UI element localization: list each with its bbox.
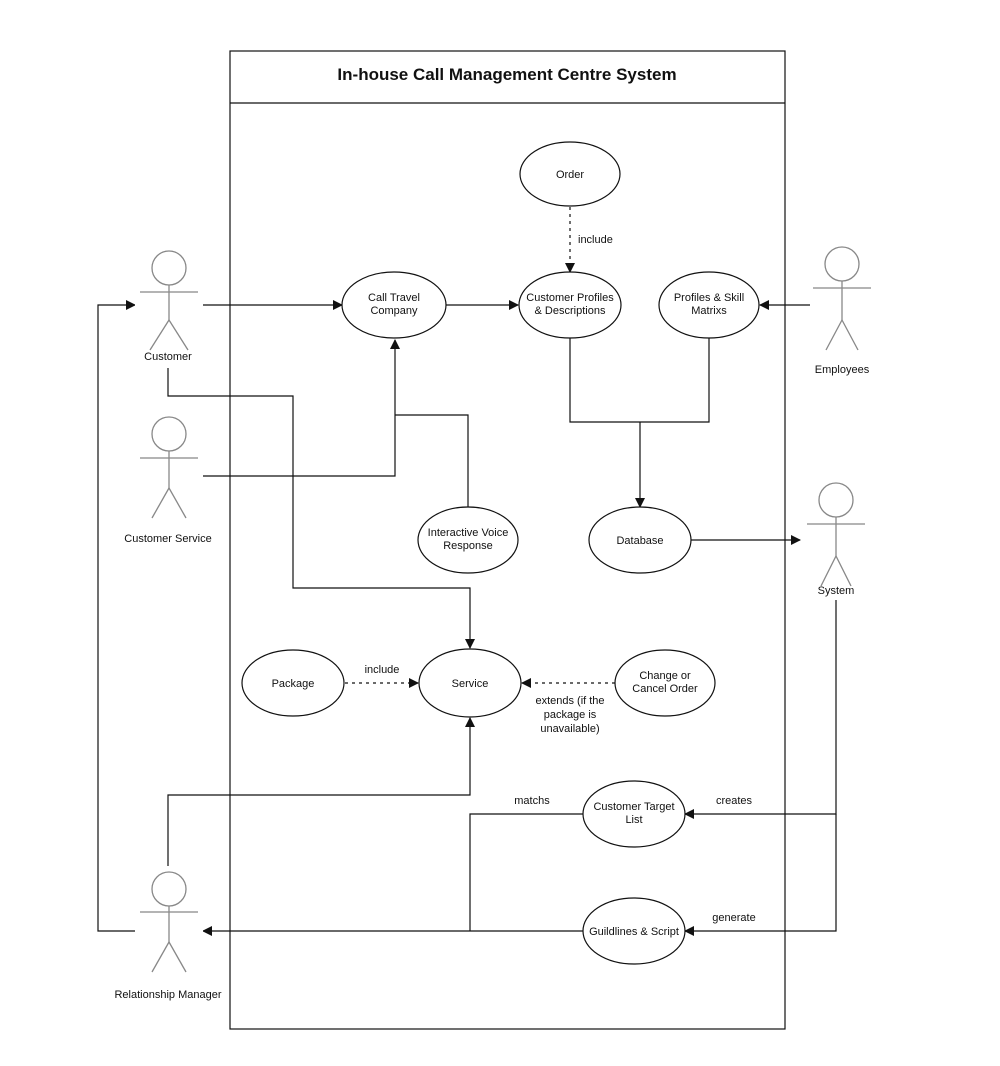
- extends-label-line-1: extends (if the: [535, 695, 604, 707]
- svg-text:& Descriptions: & Descriptions: [535, 305, 606, 317]
- stick-figure-icon: [140, 250, 198, 351]
- use-case-order-label: Order: [556, 169, 584, 181]
- ivr-connector-line: [395, 414, 469, 507]
- actor-relationship-manager: Relationship Manager: [114, 866, 222, 1001]
- svg-text:Guildlines & Script: Guildlines & Script: [589, 926, 679, 938]
- use-case-service: Service: [418, 648, 522, 718]
- manager-to-service-arrow: [167, 717, 475, 866]
- svg-text:List: List: [625, 814, 642, 826]
- stick-figure-icon: [813, 246, 871, 351]
- actor-customer-service-label: Customer Service: [124, 533, 211, 545]
- generate-label: generate: [712, 912, 755, 924]
- svg-text:Interactive Voice: Interactive Voice: [428, 527, 509, 539]
- system-title: In-house Call Management Centre System: [337, 65, 676, 84]
- actor-customer-label: Customer: [144, 351, 192, 363]
- svg-text:Service: Service: [452, 678, 489, 690]
- use-case-customer-profiles: Customer Profiles & Descriptions: [518, 271, 622, 339]
- actor-employees-label: Employees: [815, 364, 870, 376]
- svg-text:Customer Profiles: Customer Profiles: [526, 292, 614, 304]
- use-case-customer-target-list: Customer Target List: [582, 780, 686, 848]
- actor-system-label: System: [818, 585, 855, 597]
- matchs-label: matchs: [514, 795, 550, 807]
- include-package-label: include: [365, 664, 400, 676]
- system-to-target-list-arrow: [684, 600, 837, 819]
- svg-text:Customer Target: Customer Target: [593, 801, 674, 813]
- target-list-match-line: [469, 813, 583, 931]
- svg-text:Database: Database: [616, 535, 663, 547]
- use-case-database: Database: [588, 506, 692, 574]
- use-case-order: Order: [519, 141, 621, 207]
- actor-customer-service: Customer Service: [124, 416, 212, 545]
- include-order-label: include: [578, 234, 613, 246]
- stick-figure-icon: [807, 482, 865, 587]
- svg-text:Package: Package: [272, 678, 315, 690]
- customer-service-to-call-travel-arrow: [203, 339, 400, 477]
- use-case-change-cancel-order: Change or Cancel Order: [614, 649, 716, 717]
- customer-to-service-arrow: [167, 368, 475, 649]
- use-case-interactive-voice-response: Interactive Voice Response: [417, 506, 519, 574]
- svg-text:Response: Response: [443, 540, 493, 552]
- extends-label-line-2: package is: [544, 709, 597, 721]
- profiles-join-line: [569, 338, 710, 423]
- stick-figure-icon: [140, 871, 198, 973]
- use-case-package: Package: [241, 649, 345, 717]
- use-case-profiles-skill-matrixs: Profiles & Skill Matrixs: [658, 271, 760, 339]
- svg-text:Profiles & Skill: Profiles & Skill: [674, 292, 744, 304]
- svg-text:Call Travel: Call Travel: [368, 292, 420, 304]
- svg-text:Change or: Change or: [639, 670, 691, 682]
- svg-text:Matrixs: Matrixs: [691, 305, 727, 317]
- svg-text:Company: Company: [370, 305, 418, 317]
- svg-text:Cancel Order: Cancel Order: [632, 683, 698, 695]
- actor-relationship-manager-label: Relationship Manager: [114, 989, 221, 1001]
- use-case-call-travel-company: Call Travel Company: [341, 271, 447, 339]
- extends-label-line-3: unavailable): [540, 723, 599, 735]
- system-to-guidelines-arrow: [684, 814, 837, 936]
- connectors: [97, 207, 837, 936]
- stick-figure-icon: [140, 416, 198, 519]
- actor-system: System: [803, 480, 869, 600]
- actor-employees: Employees: [813, 246, 871, 376]
- creates-label: creates: [716, 795, 753, 807]
- use-case-guidelines-script: Guildlines & Script: [582, 897, 686, 965]
- manager-to-customer-arrow: [97, 300, 136, 932]
- actor-customer: Customer: [135, 246, 203, 368]
